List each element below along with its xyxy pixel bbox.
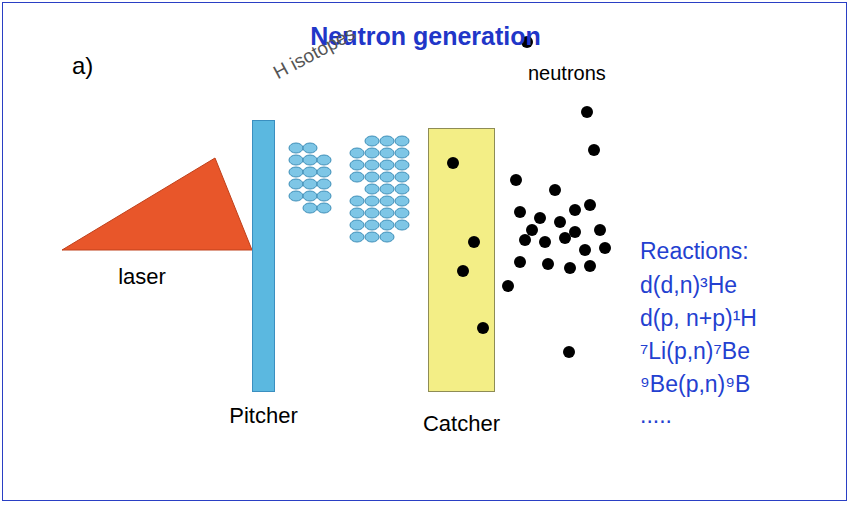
neutron-dot (526, 224, 538, 236)
neutron-dot (581, 106, 593, 118)
laser-beam: laser (50, 150, 255, 294)
neutron-dot (514, 256, 526, 268)
neutron-dot (564, 262, 576, 274)
reaction-equation: ⁹Be(p,n)⁹B (640, 371, 750, 397)
isotope-particle (350, 232, 364, 242)
isotope-particle (380, 136, 394, 146)
isotope-particle (365, 220, 379, 230)
shape-label: laser (118, 264, 166, 289)
neutron-dot (563, 346, 575, 358)
catcher-target: Catcher (419, 128, 504, 441)
isotope-particle (395, 148, 409, 158)
isotope-particle (317, 155, 331, 165)
isotope-particle (395, 196, 409, 206)
part-letter: a) (72, 52, 93, 80)
neutron-dot (549, 184, 561, 196)
list-heading: Reactions: (640, 238, 749, 264)
isotope-particle (380, 184, 394, 194)
isotope-particle (395, 136, 409, 146)
reaction-equation: d(d,n)³He (640, 272, 737, 298)
isotope-particle (380, 160, 394, 170)
isotope-particle (350, 208, 364, 218)
isotope-particle (317, 179, 331, 189)
isotope-particle (380, 208, 394, 218)
laser-triangle (50, 150, 255, 262)
neutron-dot (584, 260, 596, 272)
isotope-particle (380, 220, 394, 230)
neutron-dot (534, 212, 546, 224)
isotope-particle (303, 155, 317, 165)
isotope-particle (317, 191, 331, 201)
isotope-particle (395, 160, 409, 170)
neutron-dot (457, 265, 469, 277)
neutron-dot (539, 236, 551, 248)
isotope-particle (350, 160, 364, 170)
isotope-particle (303, 191, 317, 201)
neutron-dot (542, 258, 554, 270)
isotope-particle (365, 196, 379, 206)
isotope-particle (317, 203, 331, 213)
particle-label: neutrons (528, 62, 606, 85)
isotope-particle (303, 143, 317, 153)
catcher-target (428, 128, 495, 392)
neutron-dot (477, 322, 489, 334)
isotope-particle (303, 203, 317, 213)
neutron-dot (579, 244, 591, 256)
neutron-dot (584, 199, 596, 211)
pitcher-foil: Pitcher (225, 120, 301, 433)
isotope-particle (395, 172, 409, 182)
isotope-particle (395, 220, 409, 230)
pitcher-foil (252, 120, 275, 392)
neutron-dot (502, 280, 514, 292)
isotope-particle (289, 191, 303, 201)
laser-triangle (62, 158, 252, 250)
isotope-particle (289, 167, 303, 177)
diagram-title: Neutron generation (0, 22, 851, 51)
isotope-particle (365, 136, 379, 146)
isotope-particle (365, 148, 379, 158)
isotope-particle (395, 184, 409, 194)
neutron-dot (514, 206, 526, 218)
neutron-dot (510, 174, 522, 186)
isotope-particle (303, 167, 317, 177)
isotope-particle (380, 172, 394, 182)
neutron-dot (569, 204, 581, 216)
shape-label: Catcher (423, 411, 500, 436)
neutron-dot (569, 226, 581, 238)
neutron-dots (429, 129, 496, 393)
neutron-dot (599, 242, 611, 254)
isotope-particle (380, 232, 394, 242)
isotope-particle (395, 208, 409, 218)
isotope-particle (350, 196, 364, 206)
isotope-particle (365, 208, 379, 218)
neutron-dot (594, 224, 606, 236)
reaction-equation: d(p, n+p)¹H (640, 305, 757, 331)
isotope-particle (365, 184, 379, 194)
isotope-particle (350, 172, 364, 182)
isotope-particle (365, 172, 379, 182)
isotope-particle (317, 167, 331, 177)
isotope-particle (380, 196, 394, 206)
isotope-particle (289, 143, 303, 153)
neutron-dot (559, 232, 571, 244)
isotope-particle (289, 179, 303, 189)
isotope-particle (303, 179, 317, 189)
ellipsis-note: ..... (640, 402, 672, 428)
neutron-dot (468, 236, 480, 248)
isotope-particle (365, 232, 379, 242)
shape-label: Pitcher (229, 403, 297, 428)
neutron-dot (554, 216, 566, 228)
isotope-particle (289, 155, 303, 165)
neutron-dot (447, 157, 459, 169)
reaction-equation: ⁷Li(p,n)⁷Be (640, 338, 750, 364)
isotope-particle (350, 220, 364, 230)
neutron-dot (519, 234, 531, 246)
isotope-particle (365, 160, 379, 170)
neutron-dot (588, 144, 600, 156)
isotope-particle (350, 148, 364, 158)
isotope-particle (380, 148, 394, 158)
